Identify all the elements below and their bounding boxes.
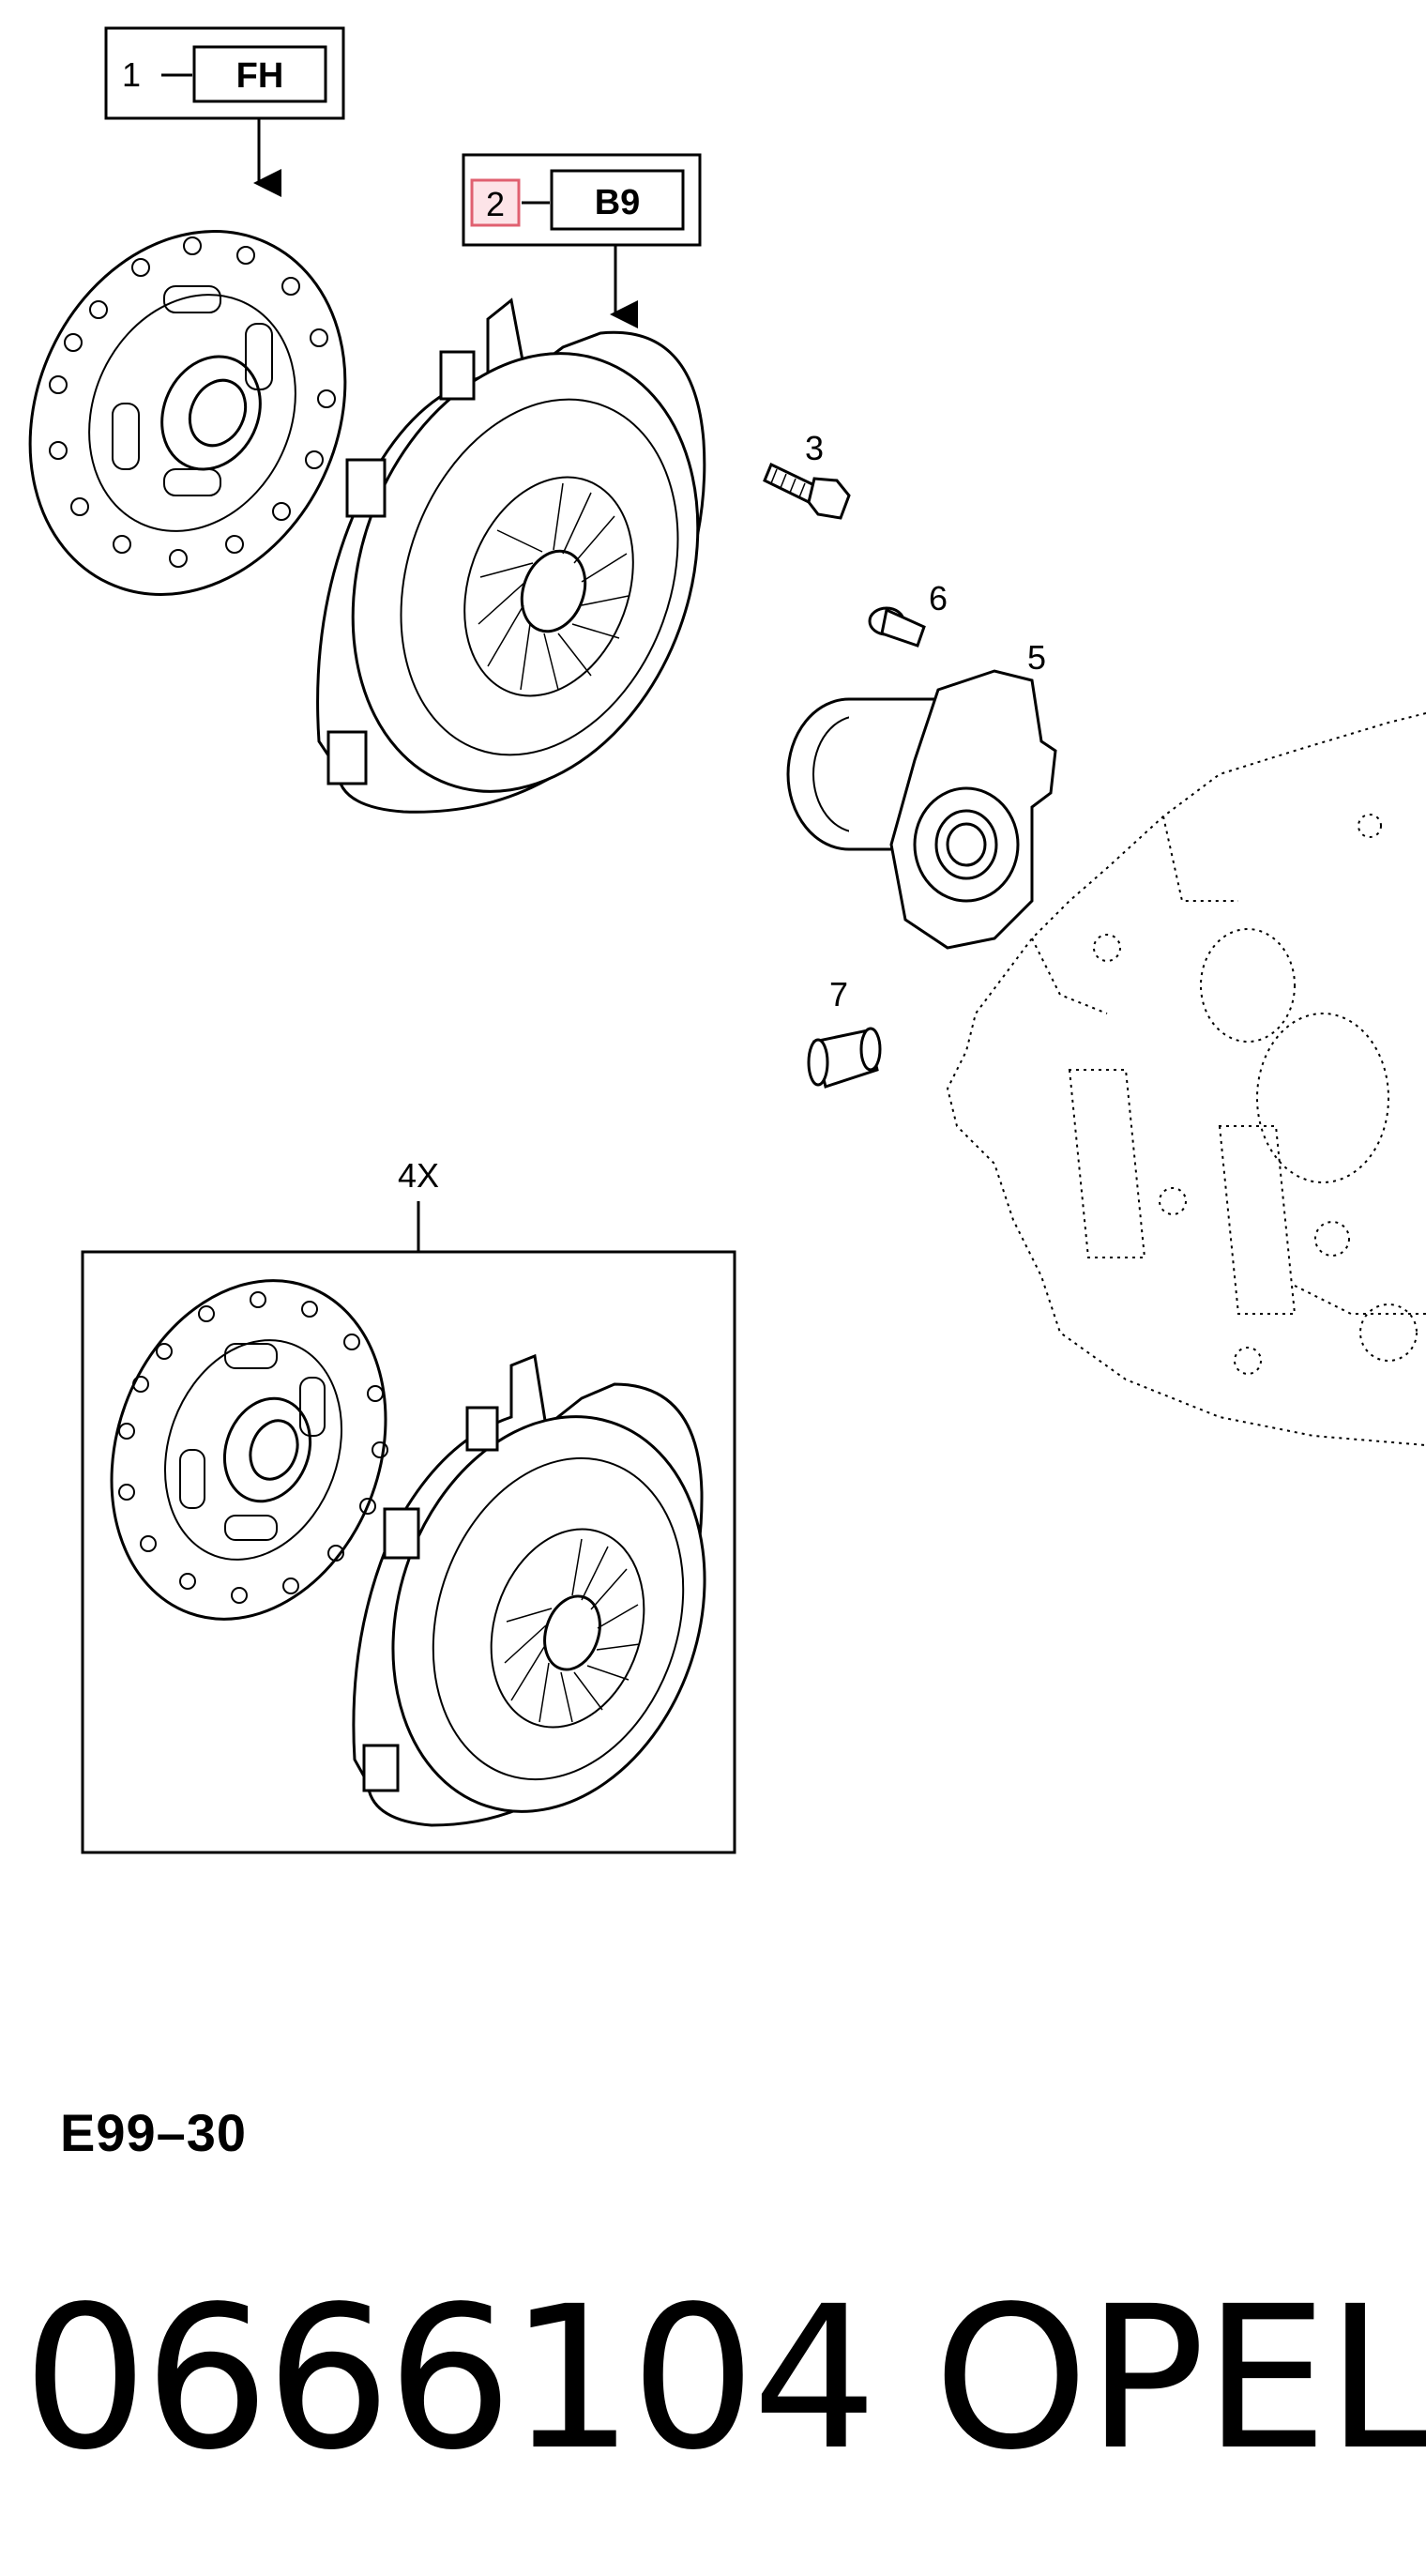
callout-3-label: 3 — [805, 429, 824, 467]
clutch-disc[interactable] — [0, 179, 403, 647]
code-b9-text: B9 — [595, 183, 641, 222]
gearbox-housing — [946, 712, 1426, 1446]
kit-clutch-disc[interactable] — [66, 1242, 432, 1657]
kit-4x-box[interactable] — [81, 1250, 736, 1854]
screw-part-6[interactable] — [868, 606, 926, 648]
bushing-part-7[interactable] — [807, 1027, 882, 1089]
callout-1-group[interactable]: 1 FH — [104, 26, 345, 120]
release-bearing-part-5[interactable] — [786, 669, 1057, 950]
callout-2-group[interactable]: 2 B9 — [462, 153, 702, 247]
code-box-fh[interactable] — [192, 45, 327, 103]
drawing-code: E99–30 — [60, 2103, 248, 2162]
brand-name: OPEL — [933, 2264, 1426, 2493]
part-number: 0666104 — [23, 2264, 877, 2493]
callout-6-label: 6 — [929, 579, 948, 617]
bolt-part-3[interactable] — [763, 462, 851, 520]
kit-pressure-plate[interactable] — [343, 1353, 753, 1852]
code-box-b9[interactable] — [550, 169, 685, 231]
callout-1-number: 1 — [122, 55, 141, 94]
callout-7-label: 7 — [829, 975, 848, 1014]
callout-2-highlight — [470, 178, 521, 227]
callout-4x-label: 4X — [398, 1156, 439, 1195]
pressure-plate[interactable] — [294, 297, 756, 840]
callout-5-label: 5 — [1027, 638, 1046, 677]
callout-2-number: 2 — [486, 185, 505, 223]
code-fh-text: FH — [236, 56, 284, 96]
